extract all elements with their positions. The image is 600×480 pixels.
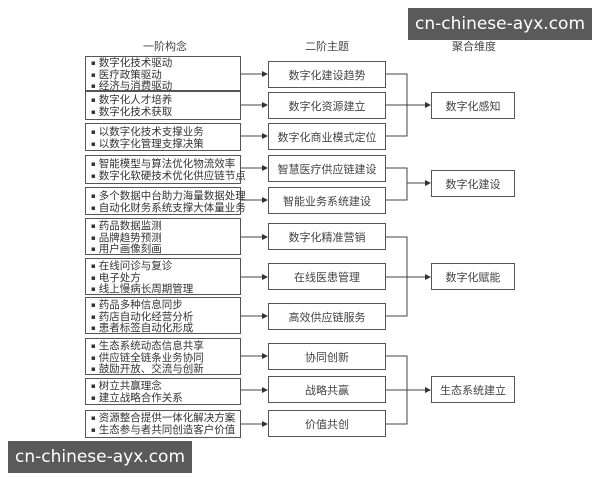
concept-box-5: 多个数据中台助力海量数据处理 自动化财务系统支撑大体量业务 [85,187,246,215]
dimension-box-3: 数字化赋能 [431,263,515,290]
concept-item: 数字化人才培养 [91,94,240,107]
concept-item: 以数字化技术支撑业务 [91,126,240,139]
concept-item: 数字化软硬技术优化供应链节点 [91,170,246,183]
concept-item: 线上慢病长周期管理 [91,283,240,296]
concept-item: 品牌趋势预测 [91,232,240,245]
concept-item: 电子处方 [91,272,240,285]
concept-box-4: 智能模型与算法优化物流效率 数字化软硬技术优化供应链节点 [85,155,246,184]
theme-box-6: 数字化精准营销 [268,223,386,250]
concept-box-1: 数字化技术驱动 医疗政策驱动 经济与消费驱动 [85,56,241,93]
concept-box-11: 资源整合提供一体化解决方案 生态参与者共同创造客户价值 [85,410,241,438]
concept-item: 自动化财务系统支撑大体量业务 [91,202,246,215]
concept-box-9: 生态系统动态信息共享 供应链全链条业务协同 鼓励开放、交流与创新 [85,338,241,375]
concept-item: 药品多种信息同步 [91,299,240,312]
header-second-order: 二阶主题 [305,40,349,53]
concept-item: 数字化技术获取 [91,106,240,119]
theme-box-7: 在线医患管理 [268,263,386,290]
theme-box-8: 高效供应链服务 [268,303,386,330]
theme-box-4: 智慧医疗供应链建设 [268,155,386,182]
concept-box-2: 数字化人才培养 数字化技术获取 [85,91,241,120]
concept-item: 用户画像刻画 [91,243,240,256]
concept-item: 树立共赢理念 [91,380,240,393]
concept-box-10: 树立共赢理念 建立战略合作关系 [85,378,241,405]
watermark-top-right: cn-chinese-ayx.com [408,8,592,40]
theme-box-9: 协同创新 [268,343,386,370]
concept-box-3: 以数字化技术支撑业务 以数字化管理支撑决策 [85,123,241,151]
concept-item: 医疗政策驱动 [91,69,240,82]
concept-item: 数字化技术驱动 [91,57,240,70]
theme-box-10: 战略共赢 [268,376,386,403]
concept-item: 多个数据中台助力海量数据处理 [91,190,246,203]
concept-item: 患者标签自动化形成 [91,322,240,335]
header-aggregate: 聚合维度 [452,40,496,53]
concept-item: 智能模型与算法优化物流效率 [91,158,240,171]
watermark-bottom-left: cn-chinese-ayx.com [8,441,192,473]
dimension-box-1: 数字化感知 [431,92,515,119]
theme-box-3: 数字化商业模式定位 [268,123,386,150]
concept-item: 以数字化管理支撑决策 [91,138,240,151]
concept-item: 药品数据监测 [91,220,240,233]
header-first-order: 一阶构念 [143,40,187,53]
theme-box-1: 数字化建设趋势 [268,61,386,88]
theme-box-2: 数字化资源建立 [268,92,386,119]
dimension-box-2: 数字化建设 [431,170,515,197]
concept-box-7: 在线问诊与复诊 电子处方 线上慢病长周期管理 [85,258,241,295]
concept-item: 建立战略合作关系 [91,392,240,405]
concept-item: 生态参与者共同创造客户价值 [91,424,240,437]
concept-item: 药店自动化经营分析 [91,311,240,324]
concept-item: 供应链全链条业务协同 [91,352,240,365]
concept-box-6: 药品数据监测 品牌趋势预测 用户画像刻画 [85,218,241,255]
concept-item: 资源整合提供一体化解决方案 [91,412,240,425]
theme-box-11: 价值共创 [268,410,386,437]
concept-item: 生态系统动态信息共享 [91,340,240,353]
concept-item: 在线问诊与复诊 [91,260,240,273]
concept-item: 鼓励开放、交流与创新 [91,363,240,376]
concept-item: 经济与消费驱动 [91,80,240,93]
concept-box-8: 药品多种信息同步 药店自动化经营分析 患者标签自动化形成 [85,297,241,334]
theme-box-5: 智能业务系统建设 [268,187,386,214]
dimension-box-4: 生态系统建立 [431,376,515,403]
